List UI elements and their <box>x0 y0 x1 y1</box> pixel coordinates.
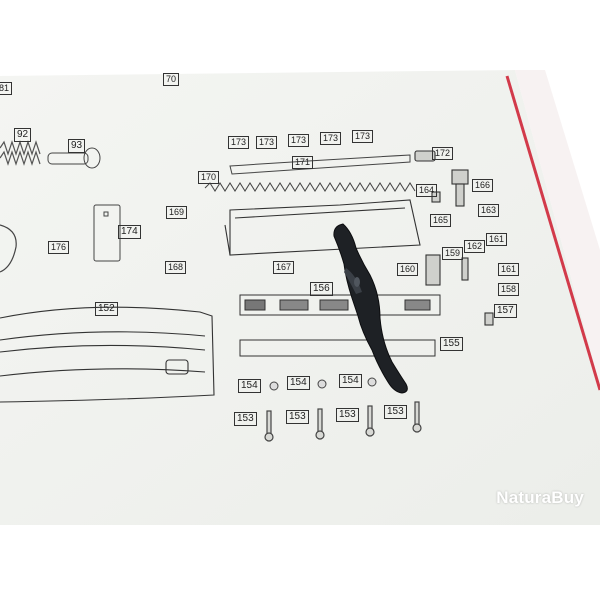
red-margin-line <box>505 75 600 391</box>
part-label-154-a: 154 <box>238 379 261 393</box>
diagram-paper <box>0 70 600 525</box>
part-label-171: 171 <box>292 156 314 169</box>
rail-drawing <box>229 154 411 175</box>
part-label-159: 159 <box>442 247 464 260</box>
part-label-81: 81 <box>0 82 13 95</box>
bar-drawing <box>239 339 436 357</box>
part-label-173-d: 173 <box>320 132 342 145</box>
part-label-154-c: 154 <box>339 374 362 388</box>
part-label-153-a: 153 <box>234 412 257 426</box>
spring-drawing <box>0 140 41 166</box>
screw-drawings <box>264 401 422 442</box>
part-label-157: 157 <box>494 304 517 318</box>
naturabuy-watermark: NaturaBuy <box>496 488 584 507</box>
part-label-168: 168 <box>165 261 187 274</box>
part-label-173-c: 173 <box>288 134 310 147</box>
part-label-174: 174 <box>118 225 141 239</box>
magazine-drawing <box>0 306 215 403</box>
part-label-173-a: 173 <box>228 136 250 149</box>
strip-drawing <box>239 294 441 316</box>
part-label-93: 93 <box>68 139 86 153</box>
small-parts-drawing <box>414 150 494 326</box>
part-label-153-d: 153 <box>384 405 407 419</box>
part-label-167: 167 <box>273 261 295 274</box>
part-label-70: 70 <box>163 73 180 86</box>
part-label-153-c: 153 <box>336 408 359 422</box>
part-label-162: 162 <box>464 240 486 253</box>
part-label-155: 155 <box>440 337 463 351</box>
part-label-158: 158 <box>498 283 520 296</box>
pin-drawing <box>47 147 101 169</box>
receiver-drawing <box>224 199 421 256</box>
part-label-165: 165 <box>430 214 452 227</box>
part-label-160: 160 <box>397 263 419 276</box>
part-label-153-b: 153 <box>286 410 309 424</box>
black-lever-part <box>333 223 408 394</box>
paper-right-margin <box>515 70 600 385</box>
part-label-161-a: 161 <box>486 233 508 246</box>
ring-drawing <box>0 224 17 273</box>
part-label-161-b: 161 <box>498 263 520 276</box>
part-label-154-b: 154 <box>287 376 310 390</box>
part-label-166: 166 <box>472 179 494 192</box>
part-label-156: 156 <box>310 282 333 296</box>
part-label-92: 92 <box>14 128 32 142</box>
part-label-173-e: 173 <box>352 130 374 143</box>
part-label-176: 176 <box>48 241 70 254</box>
part-label-170: 170 <box>198 171 220 184</box>
plate-drawing <box>93 204 121 262</box>
part-label-172: 172 <box>432 147 454 160</box>
long-spring-drawing <box>204 182 416 192</box>
part-label-169: 169 <box>166 206 188 219</box>
part-label-164: 164 <box>416 184 438 197</box>
part-label-173-b: 173 <box>256 136 278 149</box>
washer-drawings <box>269 377 377 391</box>
part-label-152: 152 <box>95 302 118 316</box>
part-label-163: 163 <box>478 204 500 217</box>
